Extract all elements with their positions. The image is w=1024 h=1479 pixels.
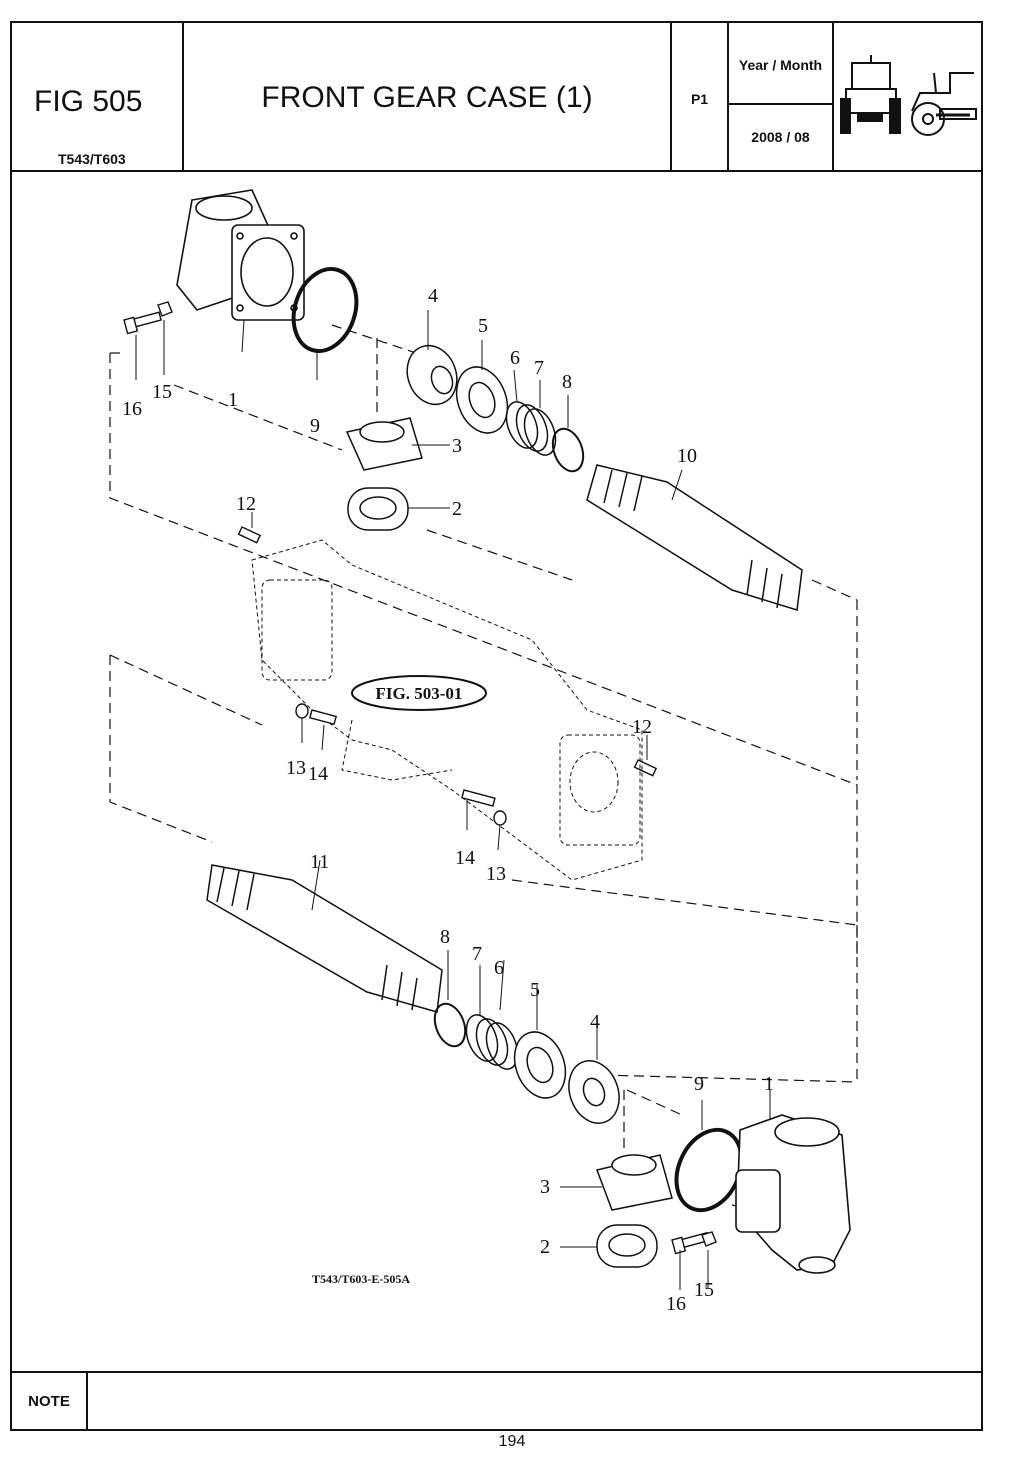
tractor-icon: [840, 55, 977, 136]
o-ring-upper: [291, 266, 359, 354]
header: FIG 505 T543/T603 FRONT GEAR CASE (1) P1…: [12, 23, 981, 172]
page-number: 194: [498, 1433, 526, 1450]
bevel-gear-upper: [406, 344, 458, 406]
bearing-lower: [513, 1031, 567, 1099]
page-code: P1: [690, 91, 709, 107]
page-title: FRONT GEAR CASE (1): [261, 81, 593, 114]
pin-12-right: [633, 759, 658, 777]
leader-lines: [135, 310, 771, 1290]
callout-13-right: 13: [486, 863, 506, 885]
page-code-cell: P1: [672, 23, 729, 170]
callout-15-lower: 15: [694, 1279, 714, 1301]
callout-1-lower: 1: [764, 1073, 774, 1095]
fig-number: FIG 505: [34, 85, 143, 118]
shims-upper: [505, 401, 557, 456]
callout-5-lower: 5: [530, 979, 540, 1001]
drawing-code: T543/T603-E-505A: [312, 1272, 410, 1286]
bolt-nut-upper: [123, 301, 173, 335]
page-frame: FIG 505 T543/T603 FRONT GEAR CASE (1) P1…: [10, 21, 983, 1431]
guide-line-axis-upper: [173, 384, 343, 451]
guide-line-upper-left: [109, 353, 858, 955]
model-code: T543/T603: [58, 151, 126, 167]
callout-16-lower: 16: [666, 1293, 686, 1315]
bolt-washer-left: [295, 703, 338, 726]
note-row: NOTE: [12, 1371, 981, 1429]
callout-3-upper: 3: [452, 435, 462, 457]
pin-12-left: [237, 526, 262, 544]
callout-14-right: 14: [455, 847, 475, 869]
fig-cell: FIG 505 T543/T603: [12, 23, 184, 170]
callout-11: 11: [310, 851, 329, 873]
gear-case-lower: [735, 1114, 851, 1274]
tractor-icon-cell: [834, 23, 981, 170]
bearing-upper: [455, 366, 509, 434]
callout-5-upper: 5: [478, 315, 488, 337]
gear-case-upper: [176, 189, 305, 321]
bevel-pinion-upper: [345, 417, 423, 471]
callout-13-left: 13: [286, 757, 306, 779]
circlip-upper: [551, 427, 585, 473]
year-month-cell: Year / Month 2008 / 08: [729, 23, 834, 170]
callout-14-left: 14: [308, 763, 328, 785]
title-cell: FRONT GEAR CASE (1): [184, 23, 672, 170]
callout-1-upper: 1: [228, 389, 238, 411]
axle-housing-reference: [251, 539, 643, 881]
bearing-2-lower: [596, 1224, 658, 1268]
callout-7-lower: 7: [472, 943, 482, 965]
callout-10: 10: [677, 445, 697, 467]
callout-3-lower: 3: [540, 1176, 550, 1198]
note-label: NOTE: [12, 1373, 88, 1429]
callout-2-lower: 2: [540, 1236, 550, 1258]
bolt-nut-lower: [671, 1231, 717, 1255]
circlip-lower: [433, 1002, 467, 1048]
bevel-gear-lower: [568, 1060, 620, 1124]
bevel-pinion-lower: [595, 1154, 673, 1211]
bolt-washer-right: [461, 789, 507, 826]
callout-6-upper: 6: [510, 347, 520, 369]
fig-reference-oval: [351, 675, 487, 711]
fig-reference: FIG. 503-01: [376, 684, 463, 703]
callout-15-upper: 15: [152, 381, 172, 403]
shims-lower: [465, 1014, 519, 1070]
callout-9-upper: 9: [310, 415, 320, 437]
callout-2-upper: 2: [452, 498, 462, 520]
callout-6-lower: 6: [494, 957, 504, 979]
bearing-2-upper: [347, 487, 409, 531]
callout-4-lower: 4: [590, 1011, 600, 1033]
callout-12-left: 12: [236, 493, 256, 515]
callout-labels: 4 5 6 7 8 3 2 10 1 15 16 9 12 12 13 14 1…: [122, 285, 774, 1315]
year-month-label: Year / Month: [738, 57, 823, 73]
axle-shaft-10: [586, 464, 803, 611]
callout-8-upper: 8: [562, 371, 572, 393]
callout-9-lower: 9: [694, 1073, 704, 1095]
divider: [729, 103, 832, 105]
axle-shaft-11: [206, 864, 443, 1013]
year-month-value: 2008 / 08: [751, 129, 810, 145]
callout-16-upper: 16: [122, 398, 142, 420]
parts-diagram-svg: FIG. 503-01: [109, 189, 858, 1315]
callout-7-upper: 7: [534, 357, 544, 379]
callout-8-lower: 8: [440, 926, 450, 948]
callout-12-right: 12: [632, 716, 652, 738]
callout-4-upper: 4: [428, 285, 438, 307]
exploded-diagram: FIG. 503-01: [12, 170, 981, 1371]
guide-line-lower-left: [109, 655, 213, 843]
